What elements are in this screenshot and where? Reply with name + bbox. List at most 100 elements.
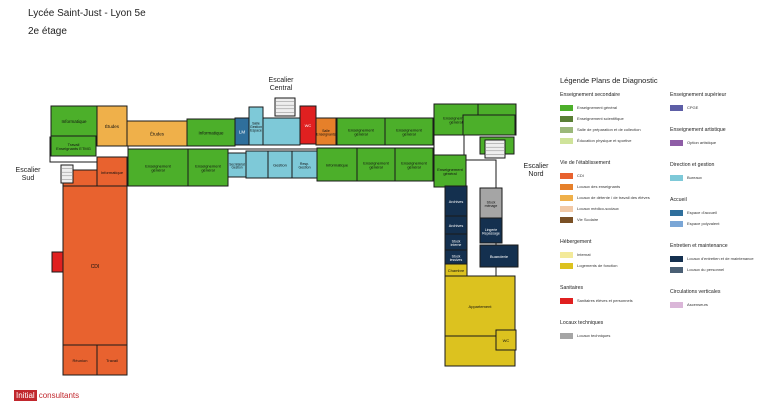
legend-item-label: Locaux des enseignants xyxy=(577,184,621,189)
legend-item: Locaux des enseignants xyxy=(560,183,620,190)
legend-section-title: Direction et gestion xyxy=(670,162,715,168)
legend-item: Locaux du personnel xyxy=(670,266,724,273)
legend-item-label: Internat xyxy=(577,252,591,257)
room-lingerie xyxy=(479,217,503,244)
room-enseignement_general xyxy=(462,114,516,136)
legend-item-label: Locaux médico-sociaux xyxy=(577,206,619,211)
room-etudes_b xyxy=(126,120,188,147)
legend-section-title: Circulations verticales xyxy=(670,289,721,295)
room-label: Études xyxy=(150,131,165,137)
legend-section-title: Enseignement secondaire xyxy=(560,92,620,98)
floor-title: 2e étage xyxy=(28,26,67,37)
legend-swatch xyxy=(670,301,683,308)
legend-item: Enseignement scientifique xyxy=(560,115,624,122)
legend-item-label: Sanitaires élèves et personnels xyxy=(577,298,633,303)
legend-swatch xyxy=(670,255,683,262)
legend-item: Locaux de détente / de travail des élève… xyxy=(560,194,650,201)
corridor-north-stair xyxy=(433,134,465,156)
room-eg_5 xyxy=(127,148,189,187)
room-eg_7 xyxy=(356,147,396,182)
room-label: Travail xyxy=(106,358,118,363)
legend-item-label: Option artistique xyxy=(687,140,717,145)
room-buanderie xyxy=(479,244,519,268)
legend-swatch xyxy=(560,251,573,258)
stair-central xyxy=(274,97,296,117)
legend-item-label: Enseignement scientifique xyxy=(577,116,624,121)
legend-swatch xyxy=(560,216,573,223)
room-label: WC xyxy=(305,123,312,128)
legend-item: Locaux d'entretien et de maintenance xyxy=(670,255,754,262)
legend-item: Option artistique xyxy=(670,139,716,146)
legend-item-label: Éducation physique et sportive xyxy=(577,138,632,143)
legend-item: CPGE xyxy=(670,104,698,111)
legend-item: Éducation physique et sportive xyxy=(560,137,631,144)
legend-swatch xyxy=(670,209,683,216)
room-bureaux xyxy=(262,117,301,146)
legend-swatch xyxy=(670,220,683,227)
legend-section-title: Enseignement supérieur xyxy=(670,92,727,98)
legend-item-label: Ascenseurs xyxy=(687,302,708,307)
legend-item-label: Bureaux xyxy=(687,175,702,180)
logo-rest: consultants xyxy=(38,391,80,400)
stair-south xyxy=(60,164,74,184)
legend-item-label: Vie Scolaire xyxy=(577,217,599,222)
legend-swatch xyxy=(670,174,683,181)
room-eg_6 xyxy=(187,148,229,187)
legend-swatch xyxy=(670,266,683,273)
room-label: LM xyxy=(239,130,246,135)
legend-section-title: Locaux techniques xyxy=(560,320,604,326)
room-wc xyxy=(495,329,517,351)
room-travail_enseignants xyxy=(50,135,97,157)
legend-item-label: Logements de fonction xyxy=(577,263,618,268)
legend-swatch xyxy=(670,104,683,111)
room-label: Informatique xyxy=(61,119,87,124)
room-eg_8 xyxy=(394,147,434,182)
room-sanitaires xyxy=(51,251,64,273)
legend-item: Bureaux xyxy=(670,174,702,181)
legend-swatch xyxy=(560,115,573,122)
legend-item-label: Locaux techniques xyxy=(577,333,611,338)
legend-swatch xyxy=(560,194,573,201)
legend-swatch xyxy=(560,126,573,133)
legend-item: Espace d'accueil xyxy=(670,209,717,216)
legend-item: CDI xyxy=(560,172,584,179)
legend-swatch xyxy=(560,104,573,111)
room-label: Appartement xyxy=(469,304,493,309)
room-gestion xyxy=(267,150,293,179)
legend-item: Espace polyvalent xyxy=(670,220,719,227)
legend-swatch xyxy=(560,172,573,179)
room-eg_2 xyxy=(384,117,434,146)
legend-swatch xyxy=(560,137,573,144)
legend-section-title: Vie de l'établissement xyxy=(560,160,611,166)
legend-item: Logements de fonction xyxy=(560,262,617,269)
room-label: Archives xyxy=(449,200,464,204)
legend-item: Vie Scolaire xyxy=(560,216,598,223)
legend-item: Sanitaires élèves et personnels xyxy=(560,297,633,304)
room-travail xyxy=(96,344,128,376)
room-label: Informatique xyxy=(198,131,224,136)
room-label: Réunion xyxy=(73,358,88,363)
room-label: Informatique xyxy=(101,170,124,175)
footer-logo: Initial consultants xyxy=(14,390,79,401)
school-title: Lycée Saint-Just - Lyon 5e xyxy=(28,8,146,19)
legend-item: Ascenseurs xyxy=(670,301,708,308)
legend-item: Salle de préparation et de collection xyxy=(560,126,641,133)
legend-item: Locaux techniques xyxy=(560,332,610,339)
room-label: Gestion xyxy=(273,163,287,168)
legend-item-label: Enseignement général xyxy=(577,105,618,110)
